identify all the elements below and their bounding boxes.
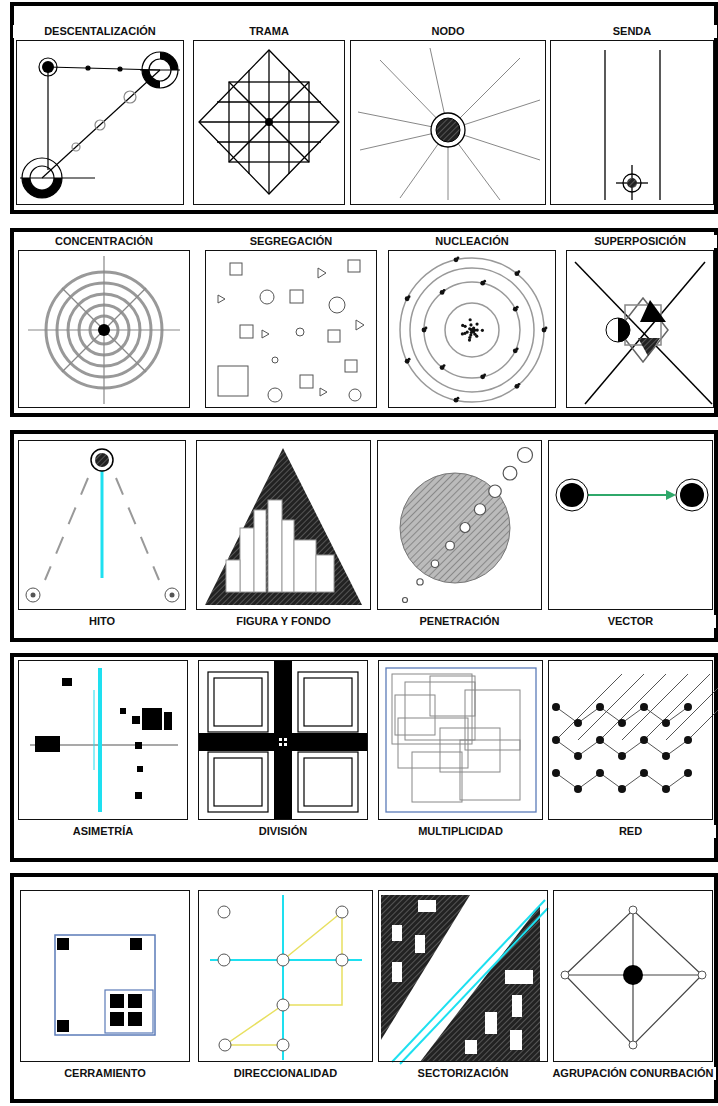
concept-panel: NODO: [350, 40, 546, 205]
concept-panel: RED: [548, 660, 713, 820]
concept-label: NUCLEACIÓN: [385, 235, 559, 248]
concept-panel: MULTIPLICIDAD: [378, 660, 543, 820]
concept-label: HITO: [15, 615, 189, 628]
concept-label: SEGREGACIÓN: [202, 235, 380, 248]
concept-panel: CERRAMIENTO: [20, 890, 190, 1062]
concept-label: SUPERPOSICIÓN: [563, 235, 717, 248]
concept-panel: DIRECCIONALIDAD: [198, 890, 373, 1062]
concept-panel: SECTORIZACIÓN: [378, 890, 548, 1062]
concept-label: CONCENTRACIÓN: [15, 235, 193, 248]
concept-panel: PENETRACIÓN: [377, 440, 542, 610]
concept-panel: DIVISIÓN: [198, 660, 368, 820]
concept-panel: CONCENTRACIÓN: [18, 250, 190, 408]
concept-panel: DESCENTALIZACIÓN: [16, 40, 184, 205]
concept-panel: HITO: [18, 440, 186, 610]
concept-panel: FIGURA Y FONDO: [196, 440, 371, 610]
concept-label: NODO: [347, 25, 549, 38]
concept-label: DIVISIÓN: [195, 825, 371, 838]
concept-panel: AGRUPACIÓN CONURBACIÓN: [553, 890, 713, 1062]
concept-panel: SENDA: [550, 40, 714, 205]
concept-label: SECTORIZACIÓN: [375, 1067, 551, 1080]
concept-label: DIRECCIONALIDAD: [195, 1067, 376, 1080]
concept-label: ASIMETRÍA: [15, 825, 191, 838]
concept-label: DESCENTALIZACIÓN: [13, 25, 187, 38]
concept-panel: SEGREGACIÓN: [205, 250, 377, 408]
concept-label: CERRAMIENTO: [17, 1067, 193, 1080]
concept-panel: ASIMETRÍA: [18, 660, 188, 820]
concept-label: AGRUPACIÓN CONURBACIÓN: [550, 1067, 716, 1080]
concept-label: PENETRACIÓN: [374, 615, 545, 628]
concept-label: SENDA: [547, 25, 717, 38]
concept-panel: TRAMA: [193, 40, 345, 205]
concept-label: VECTOR: [545, 615, 716, 628]
concept-label: MULTIPLICIDAD: [375, 825, 546, 838]
concept-label: FIGURA Y FONDO: [193, 615, 374, 628]
concept-panel: VECTOR: [548, 440, 713, 610]
concept-panel: SUPERPOSICIÓN: [566, 250, 714, 408]
concept-label: TRAMA: [190, 25, 348, 38]
concept-panel: NUCLEACIÓN: [388, 250, 556, 408]
concept-label: RED: [545, 825, 716, 838]
